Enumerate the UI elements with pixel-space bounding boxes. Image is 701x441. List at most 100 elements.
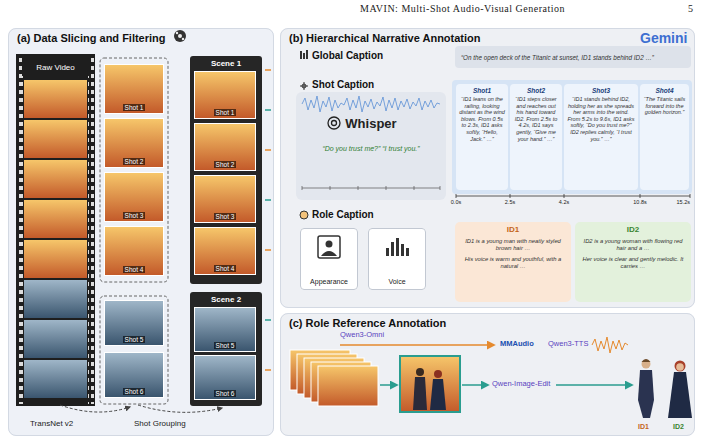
decor-shape <box>174 30 186 42</box>
decor-shape <box>642 359 651 362</box>
process-arrow <box>60 405 130 412</box>
shot-thumbnail: Shot 5 <box>104 300 164 346</box>
node-text: ID1 <box>460 225 566 234</box>
decor-shape <box>668 372 692 418</box>
decor-shape <box>510 194 511 198</box>
decor-shape <box>300 82 308 90</box>
panel: (a) Data Slicing and FilteringRaw VideoS… <box>8 28 274 436</box>
label-text: 10.8s <box>633 199 646 205</box>
selected-frame <box>400 356 460 412</box>
decor-shape <box>401 244 404 256</box>
label-text: MMAudio <box>500 340 534 349</box>
role-caption-box: ID1ID1 is a young man with neatly styled… <box>455 222 571 302</box>
node-text: His voice is warm and youthful, with a n… <box>460 256 566 270</box>
decor-shape <box>328 117 340 129</box>
decor-shape <box>303 53 305 59</box>
label-text: Global Caption <box>312 50 383 62</box>
decor-shape <box>17 56 23 404</box>
attribute-box: Appearance <box>300 228 358 290</box>
row-icon <box>300 50 308 59</box>
decor-shape <box>318 366 378 406</box>
decor-shape <box>640 194 641 198</box>
decor-shape <box>265 69 271 71</box>
frame-stack <box>290 350 378 406</box>
label-text: Qwen3-TTS <box>548 340 588 349</box>
node-text: Shot 6 <box>214 390 237 397</box>
asr-box: Whisper “Do you trust me?” “I trust you.” <box>296 92 446 184</box>
node-text: Her voice is clear and gently melodic. I… <box>580 256 686 270</box>
decor-shape <box>24 280 87 318</box>
decor-shape <box>265 249 271 251</box>
panel-ground <box>280 28 695 308</box>
shot-thumbnail: Shot 3 <box>194 175 256 223</box>
node-text: Whisper <box>345 116 396 131</box>
decor-shape <box>676 363 684 371</box>
decor-shape <box>330 186 331 190</box>
shot-caption-box: Shot3“ID1 stands behind ID2, holding her… <box>564 84 638 190</box>
attribute-ground <box>300 228 358 290</box>
shot-thumbnail: Shot 3 <box>104 172 164 222</box>
label-text: Shot Caption <box>312 79 374 91</box>
decor-shape <box>414 186 415 190</box>
label-text: 5 <box>688 3 693 15</box>
node-text: Shot 5 <box>123 336 146 343</box>
panel-ground <box>8 28 274 436</box>
decor-shape <box>16 54 95 406</box>
shot-thumbnail: Shot 5 <box>194 307 256 352</box>
decor-shape <box>302 188 440 189</box>
shot-caption-box: Shot2“ID1 steps closer and reaches out h… <box>510 84 562 190</box>
node-text: “ID1 leans on the railing, looking dista… <box>459 96 505 142</box>
node-text: Shot 3 <box>123 212 146 219</box>
decor-shape <box>178 34 182 38</box>
decor-shape <box>416 368 424 376</box>
node-text: “Do you trust me?” “I trust you.” <box>322 145 419 152</box>
node-text: “ID1 stands behind ID2, holding her as s… <box>567 96 635 142</box>
shot-caption-box: Shot1“ID1 leans on the railing, looking … <box>456 84 508 190</box>
node-text: Appearance <box>310 278 348 285</box>
node-text: Raw Video <box>36 63 75 72</box>
label-text: Gemini <box>640 30 687 46</box>
node-text: Shot2 <box>513 87 559 94</box>
decor-shape <box>300 51 302 59</box>
shot-thumbnail: Shot 2 <box>104 118 164 168</box>
timeline <box>456 194 690 198</box>
decor-shape <box>386 186 387 190</box>
shot-caption-ground <box>452 80 692 194</box>
panel: (c) Role Reference Annotation <box>280 313 695 436</box>
node-text: Voice <box>388 278 405 285</box>
node-text: Shot 4 <box>214 265 237 272</box>
decor-shape <box>302 186 303 190</box>
node-text: Shot 3 <box>214 213 237 220</box>
label-text: Qwen3-Omni <box>340 331 384 340</box>
decor-shape <box>24 200 87 238</box>
node-text: (a) Data Slicing and Filtering <box>9 29 273 47</box>
flow-arrow <box>462 384 488 386</box>
label-text: 2.5s <box>505 199 515 205</box>
shot-caption-box: Shot4 “The Titanic sails forward into the… <box>640 84 689 190</box>
decor-shape <box>24 320 87 358</box>
node-text: Shot 1 <box>214 109 237 116</box>
panel-ground <box>280 313 695 436</box>
decor-shape <box>176 32 178 34</box>
shot-thumbnail: Shot 1 <box>104 64 164 114</box>
node-text: ID1 is a young man with neatly styled br… <box>460 238 566 252</box>
voice-icon <box>386 238 409 256</box>
node-text: Shot 6 <box>123 388 146 395</box>
character-figure <box>638 359 654 418</box>
decor-shape <box>434 370 442 378</box>
flow-arrow <box>556 384 632 386</box>
waveform <box>592 337 628 353</box>
role-caption-box: ID2ID2 is a young woman with flowing red… <box>575 222 691 302</box>
node-text: “The Titanic sails forward into the gold… <box>643 96 686 116</box>
decor-shape <box>302 84 306 88</box>
row-icon <box>300 82 308 90</box>
shot-thumbnail: Shot 2 <box>194 123 256 171</box>
node-text: (c) Role Reference Annotation <box>281 314 694 332</box>
label-text: Shot Grouping <box>134 419 186 428</box>
shot-group-outline <box>100 58 168 282</box>
panel: (b) Hierarchical Narrative Annotation“On… <box>280 28 695 308</box>
decor-shape <box>440 186 441 190</box>
node-text: Shot4 <box>643 87 686 94</box>
character-figure <box>668 361 692 419</box>
decor-shape <box>456 194 457 198</box>
